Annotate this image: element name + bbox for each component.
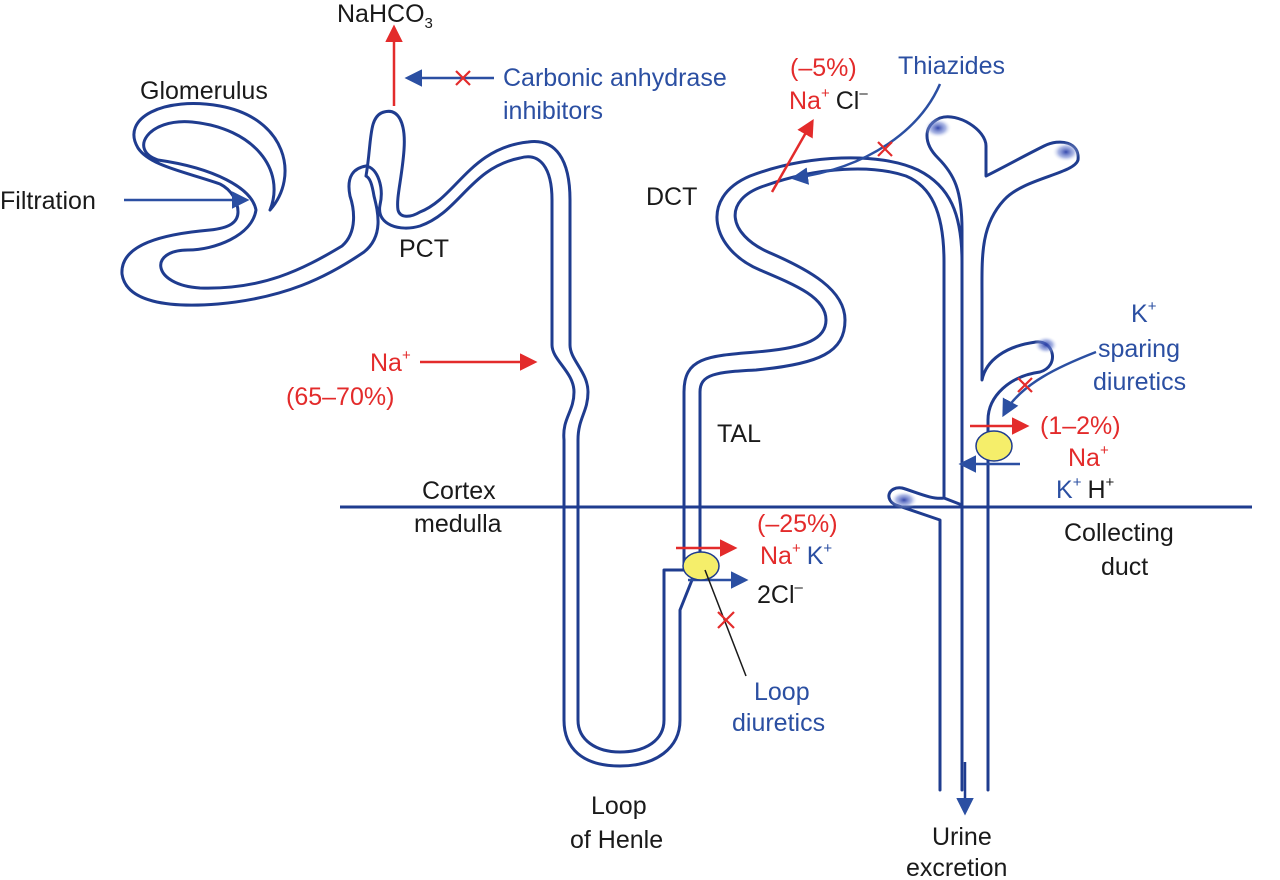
filtration-label: Filtration — [0, 187, 96, 215]
pct-percent-label: (65–70%) — [286, 383, 394, 411]
dct-label: DCT — [646, 183, 697, 211]
ksparing-block-x — [1017, 377, 1033, 393]
tal-cl-label: 2Cl– — [757, 579, 804, 609]
loop-diuretics-pointer — [704, 569, 747, 677]
ksparing-label-line2: sparing — [1098, 335, 1180, 363]
dct-ions-label: Na+Cl– — [789, 85, 868, 115]
dct-percent-label: (–5%) — [790, 54, 857, 82]
cap-glow-bottom — [890, 491, 918, 509]
medulla-label: medulla — [414, 510, 502, 538]
nahco3-label: NaHCO3 — [337, 0, 433, 32]
tal-percent-label: (–25%) — [757, 510, 838, 538]
carbonic-anhydrase-label-line2: inhibitors — [503, 97, 603, 125]
tal-ions-label: Na+K+ — [760, 540, 832, 570]
loop-diuretics-label-line2: diuretics — [732, 709, 825, 737]
ksparing-label-line1: K+ — [1131, 298, 1157, 328]
loop-henle-label-line2: of Henle — [570, 826, 663, 854]
glomerulus-label: Glomerulus — [140, 77, 268, 105]
cap-glow-side — [1034, 336, 1058, 354]
pct-label: PCT — [399, 235, 449, 263]
thiazides-arrow — [790, 83, 942, 185]
thiazides-block-x — [877, 141, 893, 157]
loop-diuretics-label-line1: Loop — [754, 678, 810, 706]
cortex-label: Cortex — [422, 477, 496, 505]
carbonic-block-x — [455, 70, 471, 86]
pct-na-label: Na+ — [370, 347, 411, 377]
dct-na-arrow — [770, 118, 814, 193]
tal-cotransporter — [682, 551, 720, 581]
loop-henle-label-line1: Loop — [591, 792, 647, 820]
loop-block-x — [717, 611, 735, 629]
cd-percent-label: (1–2%) — [1040, 412, 1121, 440]
cd-na-label: Na+ — [1068, 442, 1109, 472]
carbonic-anhydrase-label-line1: Carbonic anhydrase — [503, 64, 727, 92]
collecting-duct-label-line1: Collecting — [1064, 519, 1174, 547]
urine-label-line2: excretion — [906, 854, 1007, 880]
tal-label: TAL — [717, 420, 761, 448]
urine-label-line1: Urine — [932, 823, 992, 851]
collecting-duct-label-line2: duct — [1101, 553, 1148, 581]
nephron-tubule — [120, 102, 964, 792]
ksparing-label-line3: diuretics — [1093, 368, 1186, 396]
cap-glow-top-left — [924, 118, 952, 138]
cd-kh-label: K+H+ — [1056, 474, 1115, 504]
ksparing-arrow — [1002, 350, 1097, 418]
cd-transporter — [975, 430, 1013, 462]
cap-glow-top-right — [1052, 142, 1080, 162]
thiazides-label: Thiazides — [898, 52, 1005, 80]
